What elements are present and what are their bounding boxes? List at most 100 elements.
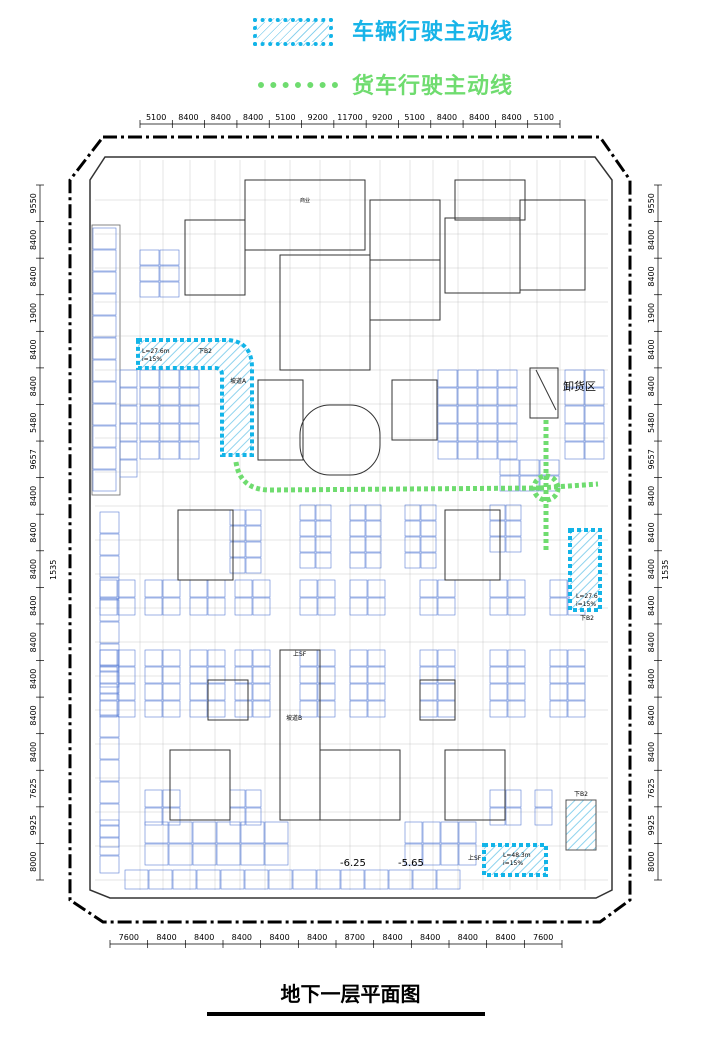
dimension-label-left: 9657 — [29, 449, 38, 469]
dimension-label-bottom: 8400 — [495, 933, 515, 942]
dimension-label-right: 8400 — [647, 486, 656, 506]
vehicle-route — [136, 338, 602, 877]
up-sf-label-2: 上SF — [293, 650, 307, 658]
dimension-label-top: 9200 — [372, 113, 392, 122]
grid-lines — [95, 160, 608, 890]
legend: 车辆行驶主动线 货车行驶主动线 — [0, 0, 701, 110]
dimension-label-top: 9200 — [308, 113, 328, 122]
up-sf-label: 上SF — [468, 854, 482, 862]
ramp-top-left-length: L=27.6m — [142, 348, 170, 355]
dimension-label-right: 8400 — [647, 376, 656, 396]
dimension-label-left: 8400 — [29, 742, 38, 762]
ramp-top-left-slope: i=15% — [142, 356, 162, 363]
side-extra-right: 1535 — [661, 560, 670, 580]
dimension-label-left: 8400 — [29, 632, 38, 652]
ramp-bottom — [482, 843, 548, 877]
ramp-right-length: L=27.6 — [576, 593, 598, 600]
dimension-label-bottom: 7600 — [533, 933, 553, 942]
dimension-label-right: 8400 — [647, 522, 656, 542]
dimension-label-left: 7625 — [29, 778, 38, 798]
site-boundary — [68, 135, 632, 924]
dimension-label-bottom: 8700 — [345, 933, 365, 942]
ramp-b-label: 坡道B — [286, 714, 302, 722]
dimension-label-right: 8400 — [647, 339, 656, 359]
dimension-label-bottom: 8400 — [307, 933, 327, 942]
dimension-label-left: 8000 — [29, 852, 38, 872]
down-b2-label-a: 下B2 — [198, 348, 212, 355]
truck-route-label: 货车行驶主动线 — [352, 74, 514, 99]
down-b2-label-b: 下B2 — [580, 615, 594, 622]
dimension-row-bottom: 7600 8400 8400 8400 8400 8400 8700 8400 8400 8400… — [109, 933, 563, 948]
ramp-bottom-length: L=48.3m — [503, 852, 531, 859]
dimension-label-top: 5100 — [275, 113, 295, 122]
down-b2-label-c: 下B2 — [574, 791, 588, 798]
dimension-column-right: 9550 8400 8400 1900 8400 8400 5480 9657 8400 8400… — [647, 184, 662, 881]
ramp-bottom-right — [565, 799, 597, 851]
ramp-top-left — [136, 338, 254, 457]
level-marker-a: -6.25 — [340, 858, 366, 869]
dimension-label-right: 8400 — [647, 266, 656, 286]
dimension-label-left: 8400 — [29, 266, 38, 286]
dimension-label-left: 8400 — [29, 559, 38, 579]
dimension-label-left: 8400 — [29, 486, 38, 506]
dimension-label-top: 8400 — [437, 113, 457, 122]
dimension-label-bottom: 8400 — [194, 933, 214, 942]
dimension-label-top: 5100 — [534, 113, 554, 122]
dimension-label-right: 8400 — [647, 669, 656, 689]
interior-walls — [169, 179, 586, 821]
dimension-label-right: 9657 — [647, 449, 656, 469]
dimension-label-right: 9550 — [647, 193, 656, 213]
dimension-label-top: 8400 — [211, 113, 231, 122]
truck-route-swatch — [258, 82, 338, 88]
dimension-label-left: 8400 — [29, 339, 38, 359]
dimension-label-top: 5100 — [146, 113, 166, 122]
title-underline — [207, 1012, 485, 1016]
dimension-column-left: 9550840084001900840084005480965784008400… — [29, 184, 44, 881]
dimension-label-right: 8400 — [647, 742, 656, 762]
dimension-label-bottom: 8400 — [156, 933, 176, 942]
dimension-label-left: 8400 — [29, 376, 38, 396]
dimension-row-top: 5100 8400 8400 8400 5100 9200 11700 9200 5100 840… — [139, 113, 561, 128]
level-marker-b: -5.65 — [398, 858, 424, 869]
dimension-label-left: 8400 — [29, 595, 38, 615]
vehicle-route-swatch — [253, 18, 333, 46]
dimension-label-left: 1900 — [29, 303, 38, 323]
dimension-label-bottom: 8400 — [382, 933, 402, 942]
shop-label: 商业 — [300, 197, 310, 204]
unloading-area-hatch — [535, 369, 557, 411]
drawing-title: 地下一层平面图 — [280, 982, 421, 1006]
dimension-label-top: 11700 — [337, 113, 362, 122]
dimension-label-top: 8400 — [243, 113, 263, 122]
dimension-label-top: 8400 — [178, 113, 198, 122]
building-outline — [89, 156, 613, 899]
unloading-area-label: 卸货区 — [563, 379, 596, 393]
vehicle-route-label: 车辆行驶主动线 — [352, 20, 514, 45]
ramp-right — [568, 528, 602, 612]
parking-zone-left — [91, 224, 121, 496]
dimension-label-right: 8400 — [647, 559, 656, 579]
dimension-label-left: 9925 — [29, 815, 38, 835]
ramp-a-label: 坡道A — [230, 377, 247, 385]
dimension-label-right: 1900 — [647, 303, 656, 323]
dimension-label-top: 8400 — [501, 113, 521, 122]
dimension-label-left: 8400 — [29, 669, 38, 689]
dimension-label-top: 5100 — [404, 113, 424, 122]
dimension-label-left: 8400 — [29, 230, 38, 250]
dimension-label-right: 8400 — [647, 705, 656, 725]
ramp-right-slope: i=15% — [576, 601, 596, 608]
side-extra-left: 1535 — [49, 560, 58, 580]
truck-route — [233, 420, 599, 550]
dimension-label-left: 5480 — [29, 413, 38, 433]
dimension-label-left: 8400 — [29, 522, 38, 542]
dimension-label-right: 8000 — [647, 852, 656, 872]
dimension-label-bottom: 8400 — [458, 933, 478, 942]
dimension-label-bottom: 8400 — [232, 933, 252, 942]
ramp-bottom-slope: i=15% — [503, 860, 523, 867]
dimension-label-right: 8400 — [647, 632, 656, 652]
parking-stalls — [92, 227, 605, 890]
dimension-label-bottom: 8400 — [420, 933, 440, 942]
dimension-label-bottom: 7600 — [119, 933, 139, 942]
dimension-label-right: 9925 — [647, 815, 656, 835]
dimension-label-right: 5480 — [647, 413, 656, 433]
